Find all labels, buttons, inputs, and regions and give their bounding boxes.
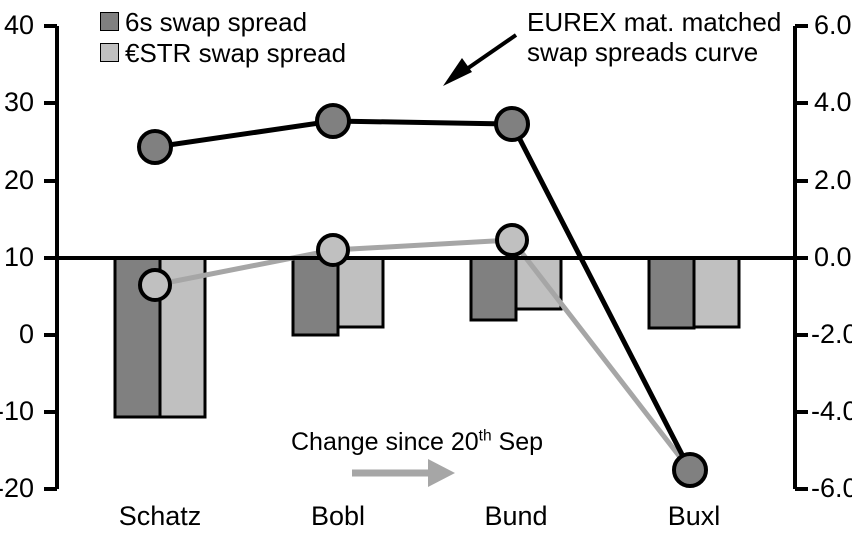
bar-6s-bund <box>469 256 518 322</box>
right-axis-ticks <box>795 24 808 491</box>
right-axis-tick-neg4: -4.0 <box>811 396 852 426</box>
right-axis-tick-2: 2.0 <box>814 165 852 195</box>
marker-eurex-schatz <box>137 129 173 165</box>
marker-change-bobl <box>316 233 350 267</box>
left-axis-tick-10: 10 <box>3 242 34 272</box>
change-annotation-superscript: th <box>478 427 492 445</box>
change-annotation-arrow-icon <box>352 459 455 487</box>
marker-change-bund <box>495 223 529 257</box>
left-axis-tick-40: 40 <box>3 10 34 40</box>
left-axis-tick-20: 20 <box>3 165 34 195</box>
left-axis-tick-0: 0 <box>18 319 34 349</box>
chart-legend: 6s swap spread €STR swap spread <box>100 6 346 68</box>
right-axis-tick-0: 0.0 <box>814 242 852 272</box>
eurex-annotation-line-1: EUREX mat. matched <box>527 7 782 37</box>
marker-eurex-bobl <box>315 103 351 139</box>
right-axis-tick-neg2: -2.0 <box>811 319 852 349</box>
eurex-annotation: EUREX mat. matched swap spreads curve <box>527 7 781 67</box>
eurex-annotation-arrow-icon <box>443 33 518 86</box>
legend-label-6s: 6s swap spread <box>125 6 308 37</box>
line-change-since-sep <box>154 237 692 472</box>
line-eurex-swap-spreads <box>154 118 693 472</box>
legend-item-6s-swap-spread[interactable]: 6s swap spread <box>100 6 346 37</box>
marker-eurex-bund <box>494 106 530 142</box>
bar-estr-bobl <box>336 256 385 329</box>
left-axis-tick-neg20: -20 <box>0 473 34 503</box>
legend-item-estr-swap-spread[interactable]: €STR swap spread <box>100 37 346 68</box>
left-axis-tick-30: 30 <box>3 87 34 117</box>
bar-6s-bobl <box>291 256 340 337</box>
category-label-schatz: Schatz <box>118 501 202 531</box>
marker-change-schatz <box>138 268 172 302</box>
legend-swatch-estr-icon <box>100 43 119 62</box>
change-annotation-text-before: Change since 20 <box>291 428 479 456</box>
legend-label-estr: €STR swap spread <box>125 37 347 68</box>
change-since-annotation: Change since 20th Sep <box>291 427 543 457</box>
category-axis-ticks <box>203 258 741 272</box>
change-annotation-text-after: Sep <box>491 428 544 456</box>
right-axis-tick-6: 6.0 <box>814 10 852 40</box>
marker-eurex-buxl <box>672 452 708 488</box>
bar-estr-bund <box>514 256 563 311</box>
category-label-bund: Bund <box>484 501 548 531</box>
eurex-annotation-line-2: swap spreads curve <box>527 37 759 67</box>
right-axis-tick-4: 4.0 <box>814 87 852 117</box>
legend-swatch-6s-icon <box>100 12 119 31</box>
category-label-bobl: Bobl <box>310 501 366 531</box>
bar-6s-buxl <box>647 256 696 330</box>
left-axis-ticks <box>44 24 57 491</box>
bar-estr-buxl <box>692 256 741 329</box>
right-axis-tick-neg6: -6.0 <box>811 473 852 503</box>
category-label-buxl: Buxl <box>667 501 721 531</box>
left-axis-tick-neg10: -10 <box>0 396 34 426</box>
